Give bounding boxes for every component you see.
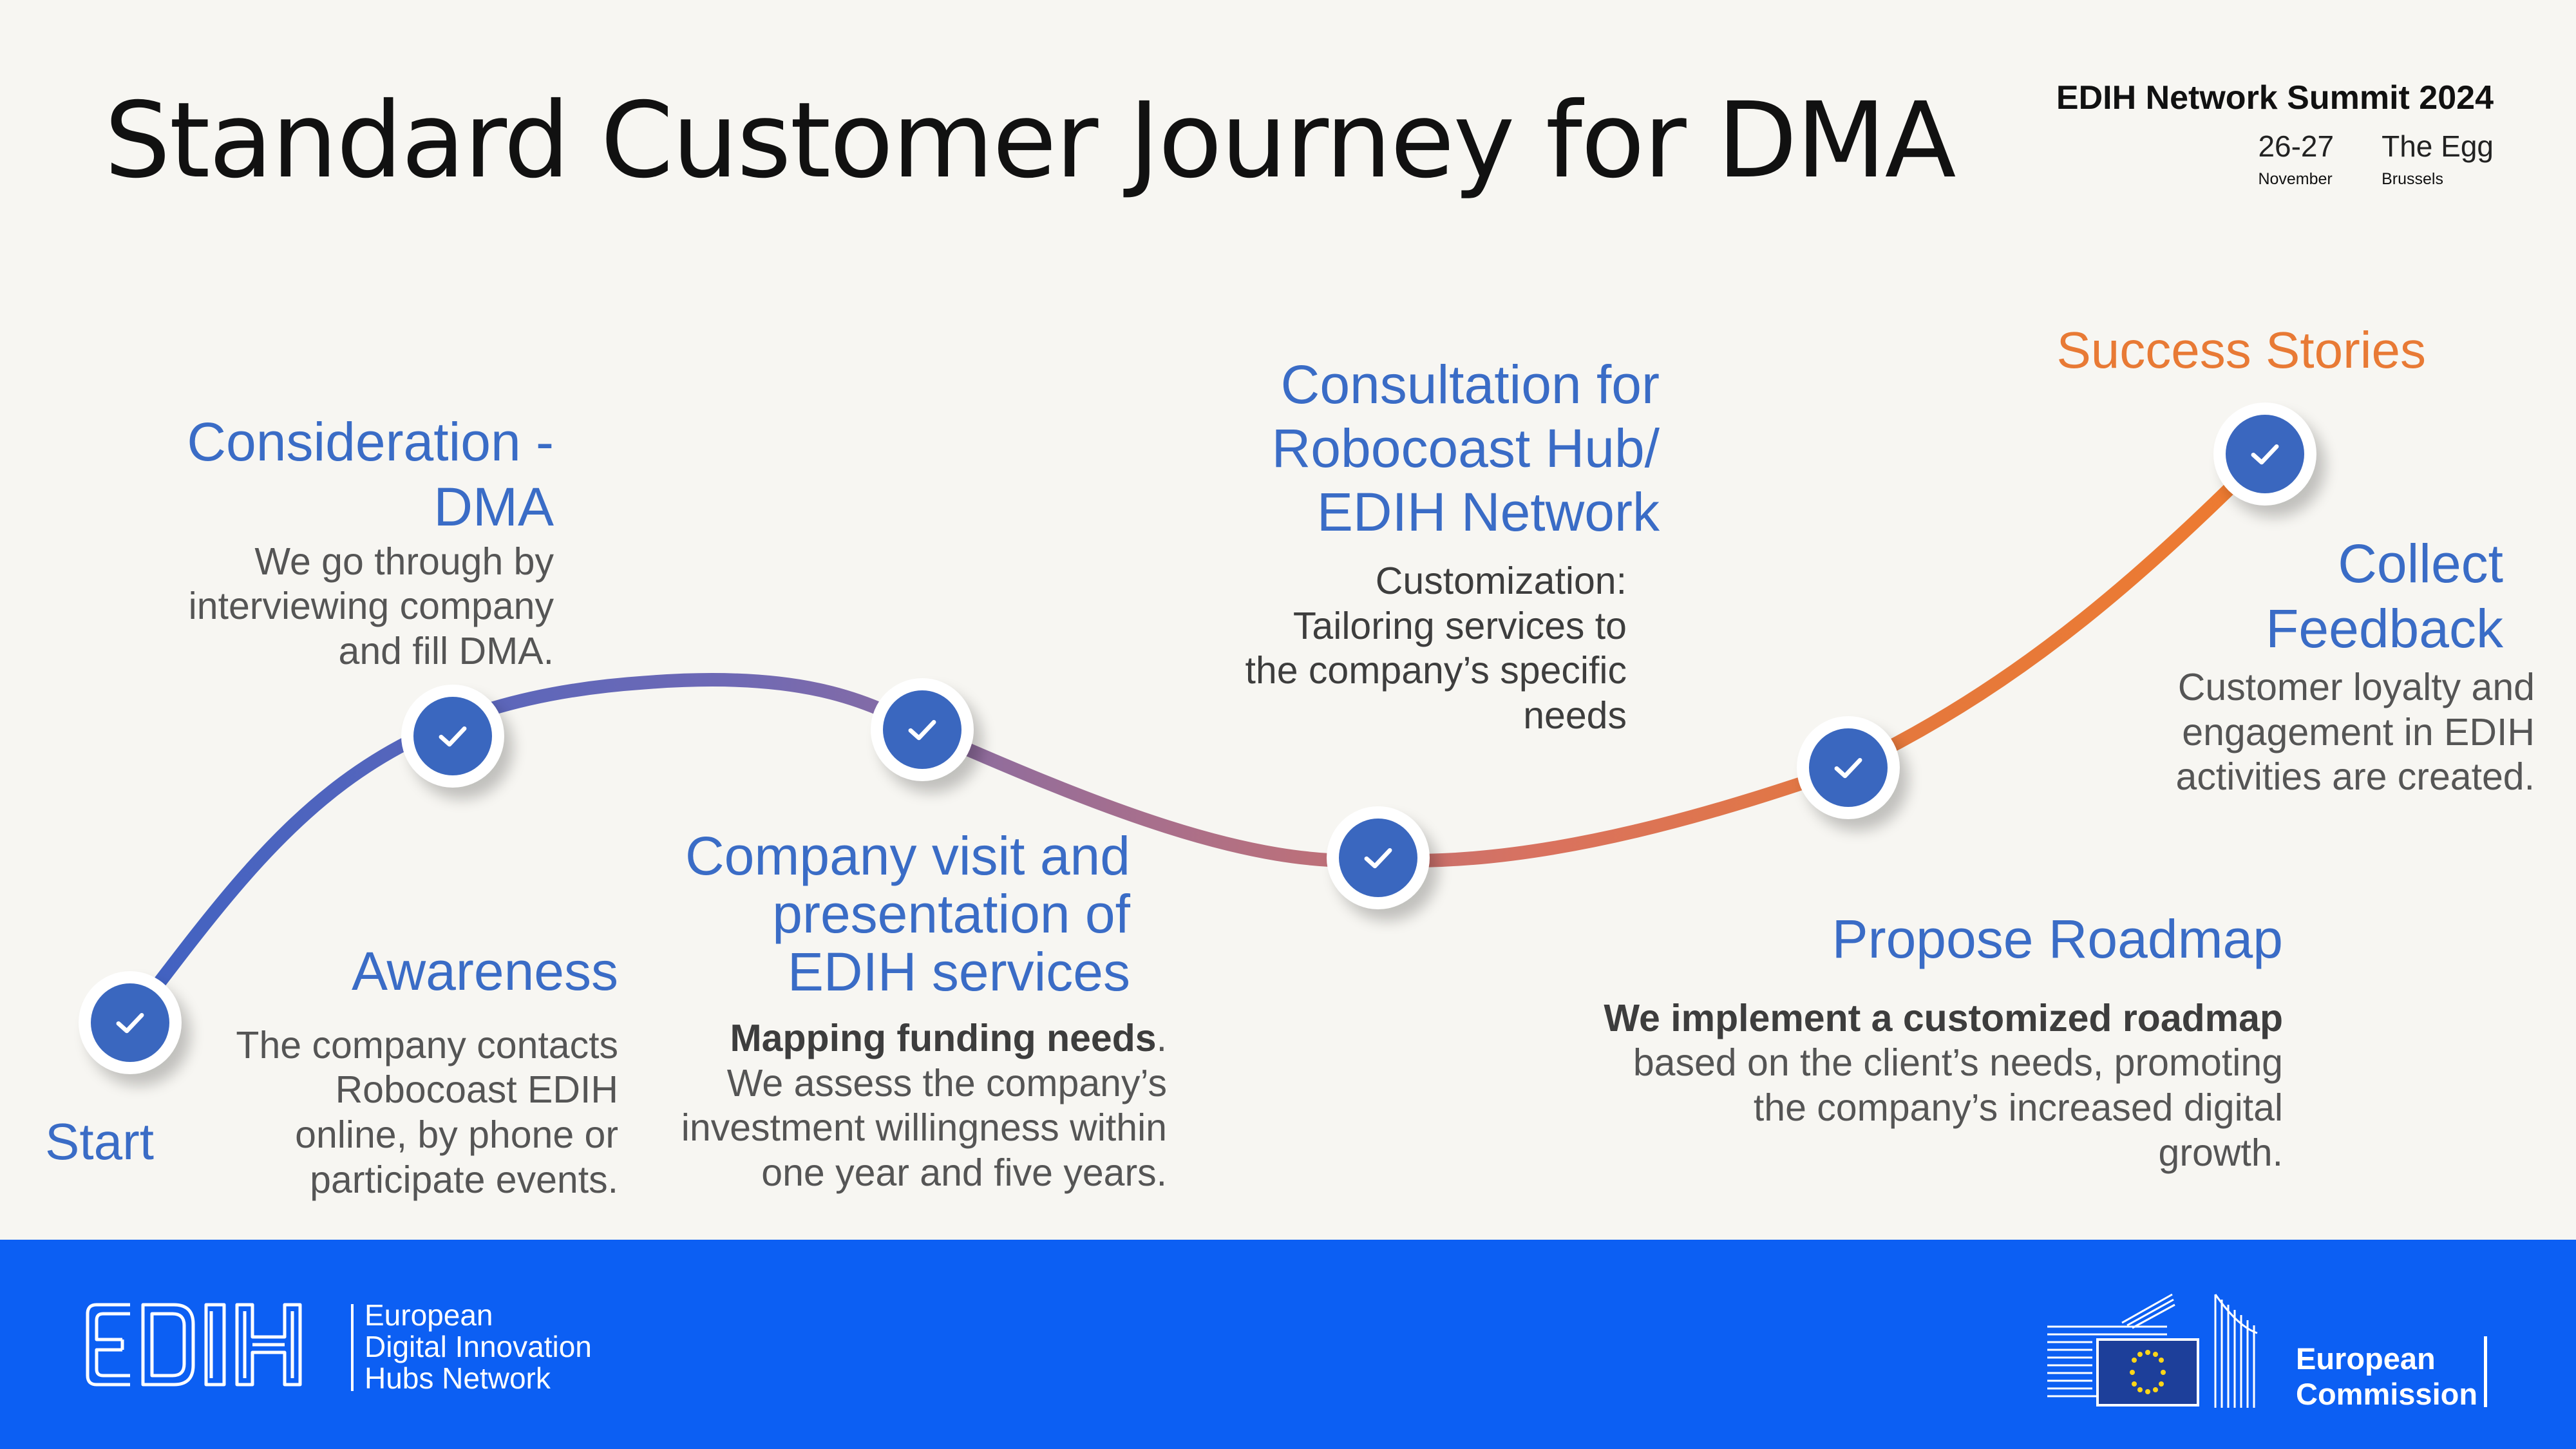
consideration-desc-line: interviewing company — [188, 585, 554, 628]
summit-venue: The Egg — [2382, 129, 2494, 163]
check-icon — [116, 1013, 144, 1034]
feedback-heading-line: Feedback — [2266, 598, 2503, 659]
consideration-block: Consideration - DMA We go through by int… — [187, 410, 554, 674]
awareness-block: Awareness The company contacts Robocoast… — [236, 939, 618, 1202]
success-node — [2213, 402, 2316, 506]
edih-logo — [86, 1303, 302, 1387]
summit-name: EDIH Network Summit 2024 — [2056, 79, 2494, 117]
consultation-desc-line: Customization: — [1375, 560, 1627, 602]
visit-desc-line: one year and five years. — [761, 1151, 1167, 1194]
visit-desc-block: Mapping funding needs. We assess the com… — [681, 1016, 1167, 1195]
awareness-desc-line: participate events. — [310, 1158, 618, 1201]
summit-dates: 26-27 — [2258, 129, 2334, 163]
visit-desc-period: . — [1156, 1017, 1167, 1059]
start-label: Start — [45, 1113, 154, 1170]
roadmap-desc-line: growth. — [2158, 1131, 2283, 1174]
summit-info: EDIH Network Summit 2024 26-27 November … — [2056, 79, 2494, 189]
ec-divider — [2484, 1336, 2487, 1407]
consultation-desc-line: needs — [1523, 694, 1627, 737]
feedback-desc-line: Customer loyalty and — [2177, 666, 2535, 708]
edih-text: European Digital Innovation Hubs Network — [365, 1300, 592, 1394]
check-icon — [439, 726, 467, 747]
visit-node — [871, 678, 974, 781]
eu-flag-icon — [2130, 1350, 2166, 1394]
visit-heading-block: Company visit and presentation of EDIH s… — [685, 826, 1130, 1002]
start-node — [79, 971, 182, 1074]
roadmap-block: Propose Roadmap We implement a customize… — [1604, 907, 2283, 1175]
edih-line: European — [365, 1298, 493, 1332]
consultation-heading-line: Consultation for — [1280, 354, 1660, 415]
roadmap-desc-line: the company’s increased digital — [1753, 1086, 2283, 1130]
consultation-heading-block: Consultation for Robocoast Hub/ EDIH Net… — [1272, 353, 1660, 544]
consultation-desc-line: Tailoring services to — [1293, 604, 1627, 647]
consultation-heading-line: EDIH Network — [1316, 482, 1660, 543]
consultation-heading-line: Robocoast Hub/ — [1271, 418, 1660, 479]
feedback-heading-line: Collect — [2338, 533, 2503, 594]
visit-desc-line: We assess the company’s — [726, 1061, 1167, 1104]
feedback-heading-block: Collect Feedback — [2266, 531, 2503, 661]
ec-line: Commission — [2296, 1376, 2478, 1411]
awareness-desc-line: online, by phone or — [295, 1113, 618, 1157]
consideration-heading-line: DMA — [433, 476, 554, 537]
consideration-desc-line: and fill DMA. — [338, 629, 554, 672]
visit-desc-bold: Mapping funding needs — [730, 1017, 1157, 1059]
european-commission-logo — [2047, 1293, 2258, 1408]
edih-line: Hubs Network — [365, 1361, 551, 1395]
check-icon — [1834, 758, 1862, 779]
page-title: Standard Customer Journey for DMA — [104, 80, 1956, 202]
consideration-node — [401, 685, 504, 788]
consultation-node — [1327, 806, 1430, 909]
consideration-desc-line: We go through by — [254, 540, 554, 583]
roadmap-node — [1797, 716, 1900, 819]
visit-desc-line: investment willingness within — [681, 1106, 1167, 1150]
summit-city: Brussels — [2382, 170, 2443, 188]
awareness-heading: Awareness — [351, 941, 618, 1001]
visit-heading-line: presentation of — [772, 883, 1130, 944]
consideration-heading-line: Consideration - — [187, 412, 554, 472]
check-icon — [1364, 848, 1392, 869]
consultation-desc-line: the company’s specific — [1245, 649, 1627, 692]
check-icon — [908, 720, 936, 741]
roadmap-desc-bold: We implement a customized roadmap — [1604, 996, 2283, 1039]
success-heading: Success Stories — [2056, 321, 2426, 379]
ec-line: European — [2296, 1341, 2436, 1376]
ec-text: European Commission — [2296, 1341, 2477, 1412]
feedback-desc-line: activities are created. — [2175, 755, 2535, 799]
roadmap-heading: Propose Roadmap — [1832, 909, 2283, 969]
consultation-desc-block: Customization: Tailoring services to the… — [1245, 559, 1627, 738]
roadmap-desc-line: based on the client’s needs, promoting — [1633, 1041, 2283, 1084]
summit-month: November — [2258, 170, 2333, 188]
awareness-desc-line: Robocoast EDIH — [335, 1068, 618, 1112]
edih-divider — [351, 1304, 354, 1391]
edih-line: Digital Innovation — [365, 1329, 592, 1363]
awareness-desc-line: The company contacts — [236, 1023, 618, 1066]
visit-heading-line: EDIH services — [787, 941, 1130, 1002]
feedback-desc-line: engagement in EDIH — [2182, 710, 2535, 753]
check-icon — [2251, 444, 2279, 465]
feedback-desc-block: Customer loyalty and engagement in EDIH … — [2176, 665, 2535, 800]
visit-heading-line: Company visit and — [685, 826, 1130, 886]
